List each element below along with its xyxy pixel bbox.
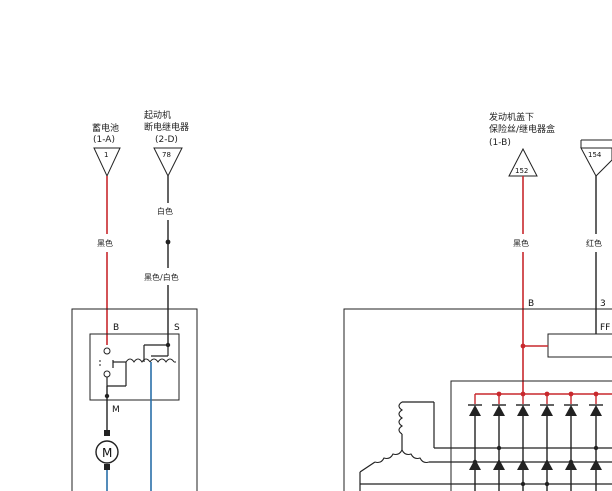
- alternator-terminal-b: B: [528, 299, 534, 309]
- right-connector: 154: [580, 139, 612, 177]
- relay-wire-color-top: 白色: [157, 206, 173, 216]
- battery-connector-icon: [93, 147, 121, 178]
- starter-relay-code: (2-D): [155, 135, 178, 145]
- stator-winding-icon: [359, 401, 612, 491]
- fuse-box-name-2: 保险丝/继电器盒: [489, 123, 555, 135]
- fuse-box-connector: 发动机盖下 保险丝/继电器盒 (1-B) 152: [489, 111, 555, 177]
- voltage-regulator: [547, 333, 612, 358]
- alternator-terminal-3: 3: [600, 299, 606, 309]
- motor-symbol: M: [102, 446, 112, 460]
- motor-icon: [95, 440, 119, 464]
- battery-pin: 1: [104, 151, 108, 159]
- diode-icon: [468, 404, 603, 416]
- rectifier-box: [450, 380, 612, 491]
- battery-code: (1-A): [93, 135, 115, 145]
- battery-wire-color: 黑色: [97, 238, 113, 248]
- fuse-box-code: (1-B): [489, 138, 511, 148]
- starter-relay-name-1: 起动机: [144, 109, 171, 121]
- starter-motor-assembly: B S M M: [71, 308, 198, 491]
- fuse-box-pin: 152: [515, 167, 528, 175]
- battery-connector: 蓄电池 (1-A) 1: [92, 122, 121, 178]
- starter-terminal-s: S: [174, 323, 180, 333]
- relay-wire-color-bottom: 黑色/白色: [144, 272, 179, 282]
- right-connector-pin: 154: [588, 151, 602, 159]
- alternator-assembly: FF: [343, 308, 612, 491]
- starter-relay-name-2: 断电继电器: [144, 121, 189, 133]
- right-wire-color: 红色: [586, 238, 602, 248]
- relay-wire-splice: [165, 239, 171, 245]
- alternator-terminal-ff: FF: [600, 323, 610, 333]
- right-connector-icon: [580, 147, 612, 177]
- starter-solenoid: [89, 333, 180, 401]
- starter-relay-pin: 78: [162, 151, 171, 159]
- starter-terminal-b: B: [113, 323, 119, 333]
- battery-name: 蓄电池: [92, 122, 119, 134]
- fuse-box-name-1: 发动机盖下: [489, 111, 534, 123]
- starter-terminal-m: M: [112, 405, 120, 415]
- solenoid-coil-icon: [125, 358, 151, 363]
- fuse-wire-color: 黑色: [513, 238, 529, 248]
- starter-relay-connector-icon: [153, 147, 183, 178]
- starter-relay-connector: 起动机 断电继电器 (2-D) 78: [144, 109, 189, 178]
